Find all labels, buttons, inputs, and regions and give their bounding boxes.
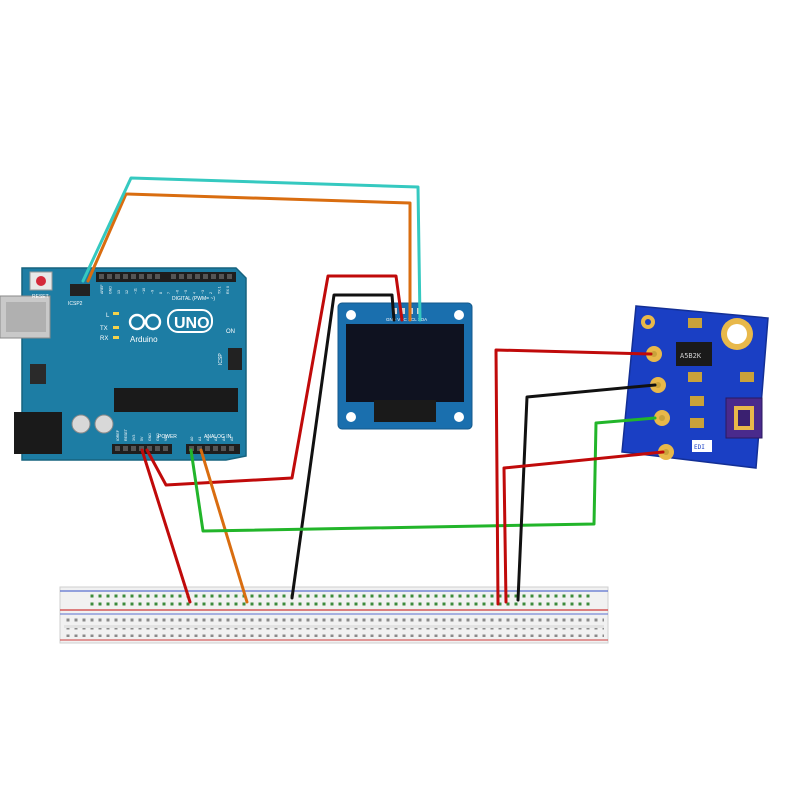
digital-pin-label: 4 <box>192 292 196 294</box>
wire-green-a0-sensor-out <box>189 416 657 533</box>
analog-pin-label: A2 <box>206 437 210 441</box>
oled-pin-labels: GND VCC SCL SDA <box>386 317 427 322</box>
icsp2-label: ICSP2 <box>68 301 83 307</box>
analog-pin-label: A1 <box>198 437 202 441</box>
digital-pin-label: ~10 <box>142 288 146 294</box>
analog-header-label: ANALOG IN <box>204 434 232 440</box>
digital-pin-label: 2 <box>209 292 213 294</box>
wire-orange-icsp-scl <box>86 192 412 322</box>
digital-header <box>96 272 236 282</box>
digital-pin-label: TX 1 <box>218 286 222 294</box>
sensor-pin-pads <box>646 346 674 460</box>
arduino-logo <box>128 313 162 331</box>
power-pin-label: 3V3 <box>132 435 136 441</box>
digital-pin-label: ~6 <box>176 290 180 294</box>
part-label: EDI <box>694 444 705 451</box>
regulator-chip-label: A5B2K <box>680 352 702 360</box>
power-pin-label: GND <box>156 433 160 441</box>
digital-pin-label: ~11 <box>134 288 138 294</box>
wire-red-sensor-en <box>502 450 665 604</box>
regulator-chip <box>676 342 712 366</box>
power-pin-label: VIN <box>164 435 168 441</box>
digital-pin-label: RX 0 <box>226 286 230 294</box>
wire-black-oled-gnd <box>290 293 396 600</box>
digital-pin-label: 13 <box>117 290 121 294</box>
led-l-label: L <box>106 313 110 319</box>
digital-pin-label: AREF <box>100 284 104 294</box>
led-tx-label: TX <box>100 326 108 332</box>
digital-pin-label: ~9 <box>150 290 154 294</box>
atmega-chip <box>114 388 238 412</box>
icsp-header <box>228 348 242 370</box>
wire-orange-a0-breadboard <box>199 448 249 604</box>
wire-teal-icsp-sda <box>81 176 422 322</box>
digital-pin-label: 8 <box>159 292 163 294</box>
analog-pin-label: A5 <box>230 437 234 441</box>
power-pin-labels: IOREF RESET 3V3 5V GND GND VIN <box>116 428 168 441</box>
oled-display-module: GND VCC SCL SDA <box>337 302 473 430</box>
digital-pin-label: ~3 <box>201 290 205 294</box>
power-pin-label: RESET <box>124 428 128 441</box>
digital-pin-label: 7 <box>167 292 171 294</box>
breadboard-power-rail <box>88 594 593 608</box>
on-label: ON <box>226 329 235 335</box>
dc-power-jack <box>14 412 62 454</box>
board-model-label: UNO <box>174 315 210 332</box>
digital-header-label: DIGITAL (PWM= ~) <box>172 296 215 302</box>
reset-label: RESET <box>32 294 49 300</box>
wire-red-sensor-vcc <box>494 348 653 606</box>
power-pin-label: 5V <box>140 436 144 441</box>
arduino-uno-board: RESET ICSP2 DIGITAL (PWM= ~) L TX RX UNO… <box>0 267 247 461</box>
icsp-label: ICSP <box>218 353 224 365</box>
sensor-module: A5B2K EDI <box>621 305 769 469</box>
power-header-label: POWER <box>158 434 177 440</box>
power-pin-label: GND <box>148 433 152 441</box>
analog-pin-labels: A0 A1 A2 A3 A4 A5 <box>190 437 234 441</box>
digital-pin-labels: AREF GND 13 12 ~11 ~10 ~9 8 7 ~6 ~5 4 ~3 2 TX 1 RX 0 <box>100 284 230 294</box>
digital-pin-label: ~5 <box>184 290 188 294</box>
wires <box>81 176 665 606</box>
digital-pin-label: 12 <box>125 290 129 294</box>
wire-black-sensor-gnd <box>516 383 657 602</box>
led-rx-label: RX <box>100 336 108 342</box>
analog-pin-label: A4 <box>222 437 226 441</box>
reset-button[interactable] <box>36 276 46 286</box>
brand-label: Arduino <box>130 335 158 344</box>
wire-red-3v3-oled-vcc <box>145 274 404 487</box>
breadboard <box>59 586 609 644</box>
digital-pin-label: GND <box>108 286 112 294</box>
analog-pin-label: A0 <box>190 437 194 441</box>
wire-red-5v-breadboard <box>140 448 192 604</box>
analog-pin-label: A3 <box>214 437 218 441</box>
power-pin-label: IOREF <box>116 429 120 441</box>
oled-screen <box>346 324 464 402</box>
